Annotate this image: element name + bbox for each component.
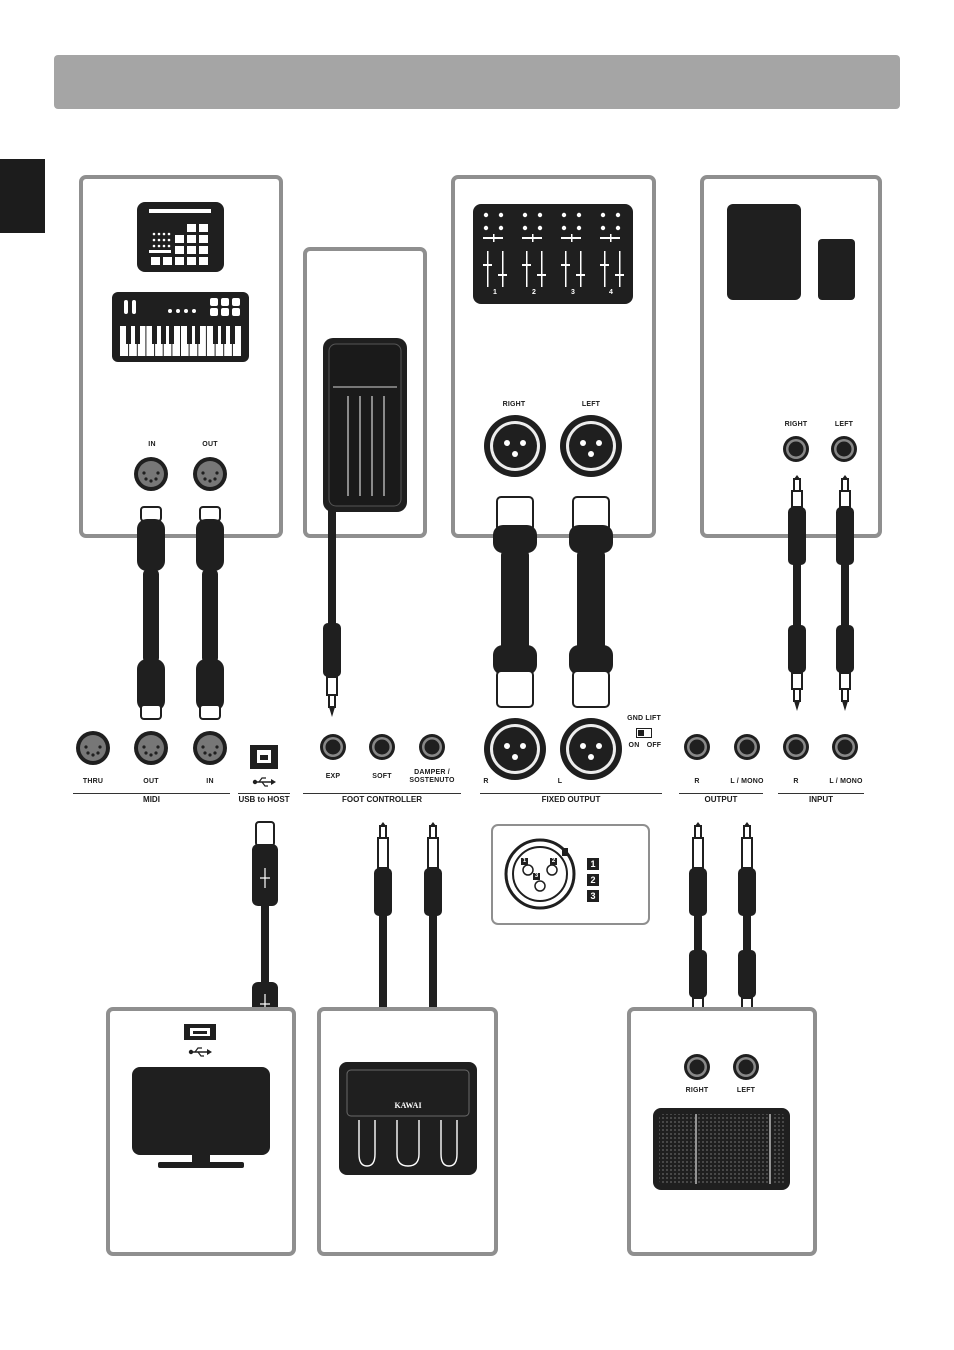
header-bar — [54, 55, 900, 109]
foot-soft-jack[interactable] — [368, 733, 396, 761]
amp-icon — [653, 1108, 790, 1190]
cable-midi-in-from-device — [196, 506, 224, 720]
device-midi-in-label: IN — [148, 441, 156, 448]
input-r-jack[interactable] — [782, 733, 810, 761]
mixer-channel-2: 2 — [532, 289, 536, 296]
speakers-right-jack[interactable] — [782, 435, 810, 463]
midi-thru-jack[interactable] — [75, 730, 111, 766]
section-tab — [0, 159, 45, 233]
input-l-mono-jack[interactable] — [831, 733, 859, 761]
output-r-jack[interactable] — [683, 733, 711, 761]
usb-icon-computer — [188, 1047, 212, 1057]
xlr-pin-3-legend: 3 — [587, 890, 599, 902]
output-r-label: R — [694, 778, 700, 785]
mixer-xlr-right-jack[interactable] — [483, 414, 547, 478]
xlr-pin-2-small: 2 — [551, 858, 556, 864]
output-group-label: OUTPUT — [704, 795, 738, 804]
amp-right-label: RIGHT — [685, 1087, 709, 1094]
triple-pedal-icon — [339, 1062, 477, 1175]
speakers-left-label: LEFT — [834, 421, 854, 428]
cable-midi-out-to-device — [137, 506, 165, 720]
cable-output-right — [689, 822, 707, 1036]
output-group-rule — [679, 793, 763, 794]
gnd-lift-on-label: ON — [628, 742, 640, 749]
mixer-channel-3: 3 — [571, 289, 575, 296]
midi-in-jack[interactable] — [192, 730, 228, 766]
xlr-pin-2-legend: 2 — [587, 874, 599, 886]
usb-b-port[interactable] — [250, 745, 278, 769]
mixer-channel-1: 1 — [493, 289, 497, 296]
input-r-label: R — [793, 778, 799, 785]
fixed-group-label: FIXED OUTPUT — [541, 795, 601, 804]
midi-out-label: OUT — [143, 778, 159, 785]
xlr-icon — [504, 838, 576, 910]
midi-in-label: IN — [206, 778, 214, 785]
fixed-output-l-label: L — [557, 778, 563, 785]
foot-exp-label: EXP — [325, 773, 341, 780]
foot-damper-label-2: SOSTENUTO — [409, 777, 455, 784]
keyboard-icon — [112, 292, 249, 362]
output-l-mono-label: L / MONO — [730, 778, 764, 785]
device-midi-out-jack[interactable] — [192, 456, 228, 492]
mixer-icon — [473, 204, 633, 304]
usb-icon — [252, 777, 276, 787]
cable-output-left — [738, 822, 756, 1036]
output-l-mono-jack[interactable] — [733, 733, 761, 761]
foot-damper-jack[interactable] — [418, 733, 446, 761]
fixed-output-l-jack[interactable] — [559, 717, 623, 781]
speaker-icon — [727, 204, 855, 300]
cable-pedal-unit-a — [374, 822, 392, 1066]
cable-input-left — [836, 475, 854, 711]
xlr-pin-3-small: 3 — [534, 873, 539, 879]
usb-group-rule — [238, 793, 290, 794]
midi-out-jack[interactable] — [133, 730, 169, 766]
pad-controller-icon — [137, 202, 224, 272]
midi-group-rule — [73, 793, 230, 794]
midi-thru-label: THRU — [82, 778, 104, 785]
speakers-right-label: RIGHT — [784, 421, 808, 428]
foot-exp-jack[interactable] — [319, 733, 347, 761]
fixed-output-r-label: R — [483, 778, 489, 785]
amp-left-jack[interactable] — [732, 1053, 760, 1081]
gnd-lift-label: GND LIFT — [627, 715, 661, 722]
pedal-icon — [323, 338, 407, 512]
computer-icon — [132, 1067, 270, 1168]
xlr-pin-1-small: 1 — [522, 858, 527, 864]
foot-group-label: FOOT CONTROLLER — [342, 795, 422, 804]
cable-expression-pedal — [323, 507, 341, 717]
input-group-rule — [778, 793, 864, 794]
pedal-brand-label: KAWAI — [394, 1101, 422, 1110]
mixer-right-label: RIGHT — [502, 401, 526, 408]
midi-group-label: MIDI — [143, 795, 160, 804]
foot-damper-label-1: DAMPER / — [414, 769, 450, 776]
gnd-lift-switch[interactable] — [636, 728, 652, 738]
cable-input-right — [788, 475, 806, 711]
input-l-mono-label: L / MONO — [829, 778, 863, 785]
foot-group-rule — [303, 793, 461, 794]
input-group-label: INPUT — [809, 795, 833, 804]
cable-xlr-right — [493, 496, 537, 708]
amp-left-label: LEFT — [736, 1087, 756, 1094]
usb-a-port — [184, 1024, 216, 1040]
xlr-pin-1-legend: 1 — [587, 858, 599, 870]
fixed-group-rule — [480, 793, 662, 794]
mixer-xlr-left-jack[interactable] — [559, 414, 623, 478]
cable-pedal-unit-b — [424, 822, 442, 1066]
fixed-output-r-jack[interactable] — [483, 717, 547, 781]
device-midi-in-jack[interactable] — [133, 456, 169, 492]
cable-xlr-left — [569, 496, 613, 708]
amp-right-jack[interactable] — [683, 1053, 711, 1081]
mixer-channel-4: 4 — [609, 289, 613, 296]
usb-group-label: USB to HOST — [238, 795, 290, 804]
mixer-left-label: LEFT — [581, 401, 601, 408]
speakers-left-jack[interactable] — [830, 435, 858, 463]
gnd-lift-off-label: OFF — [646, 742, 662, 749]
foot-soft-label: SOFT — [372, 773, 392, 780]
device-midi-out-label: OUT — [202, 441, 218, 448]
